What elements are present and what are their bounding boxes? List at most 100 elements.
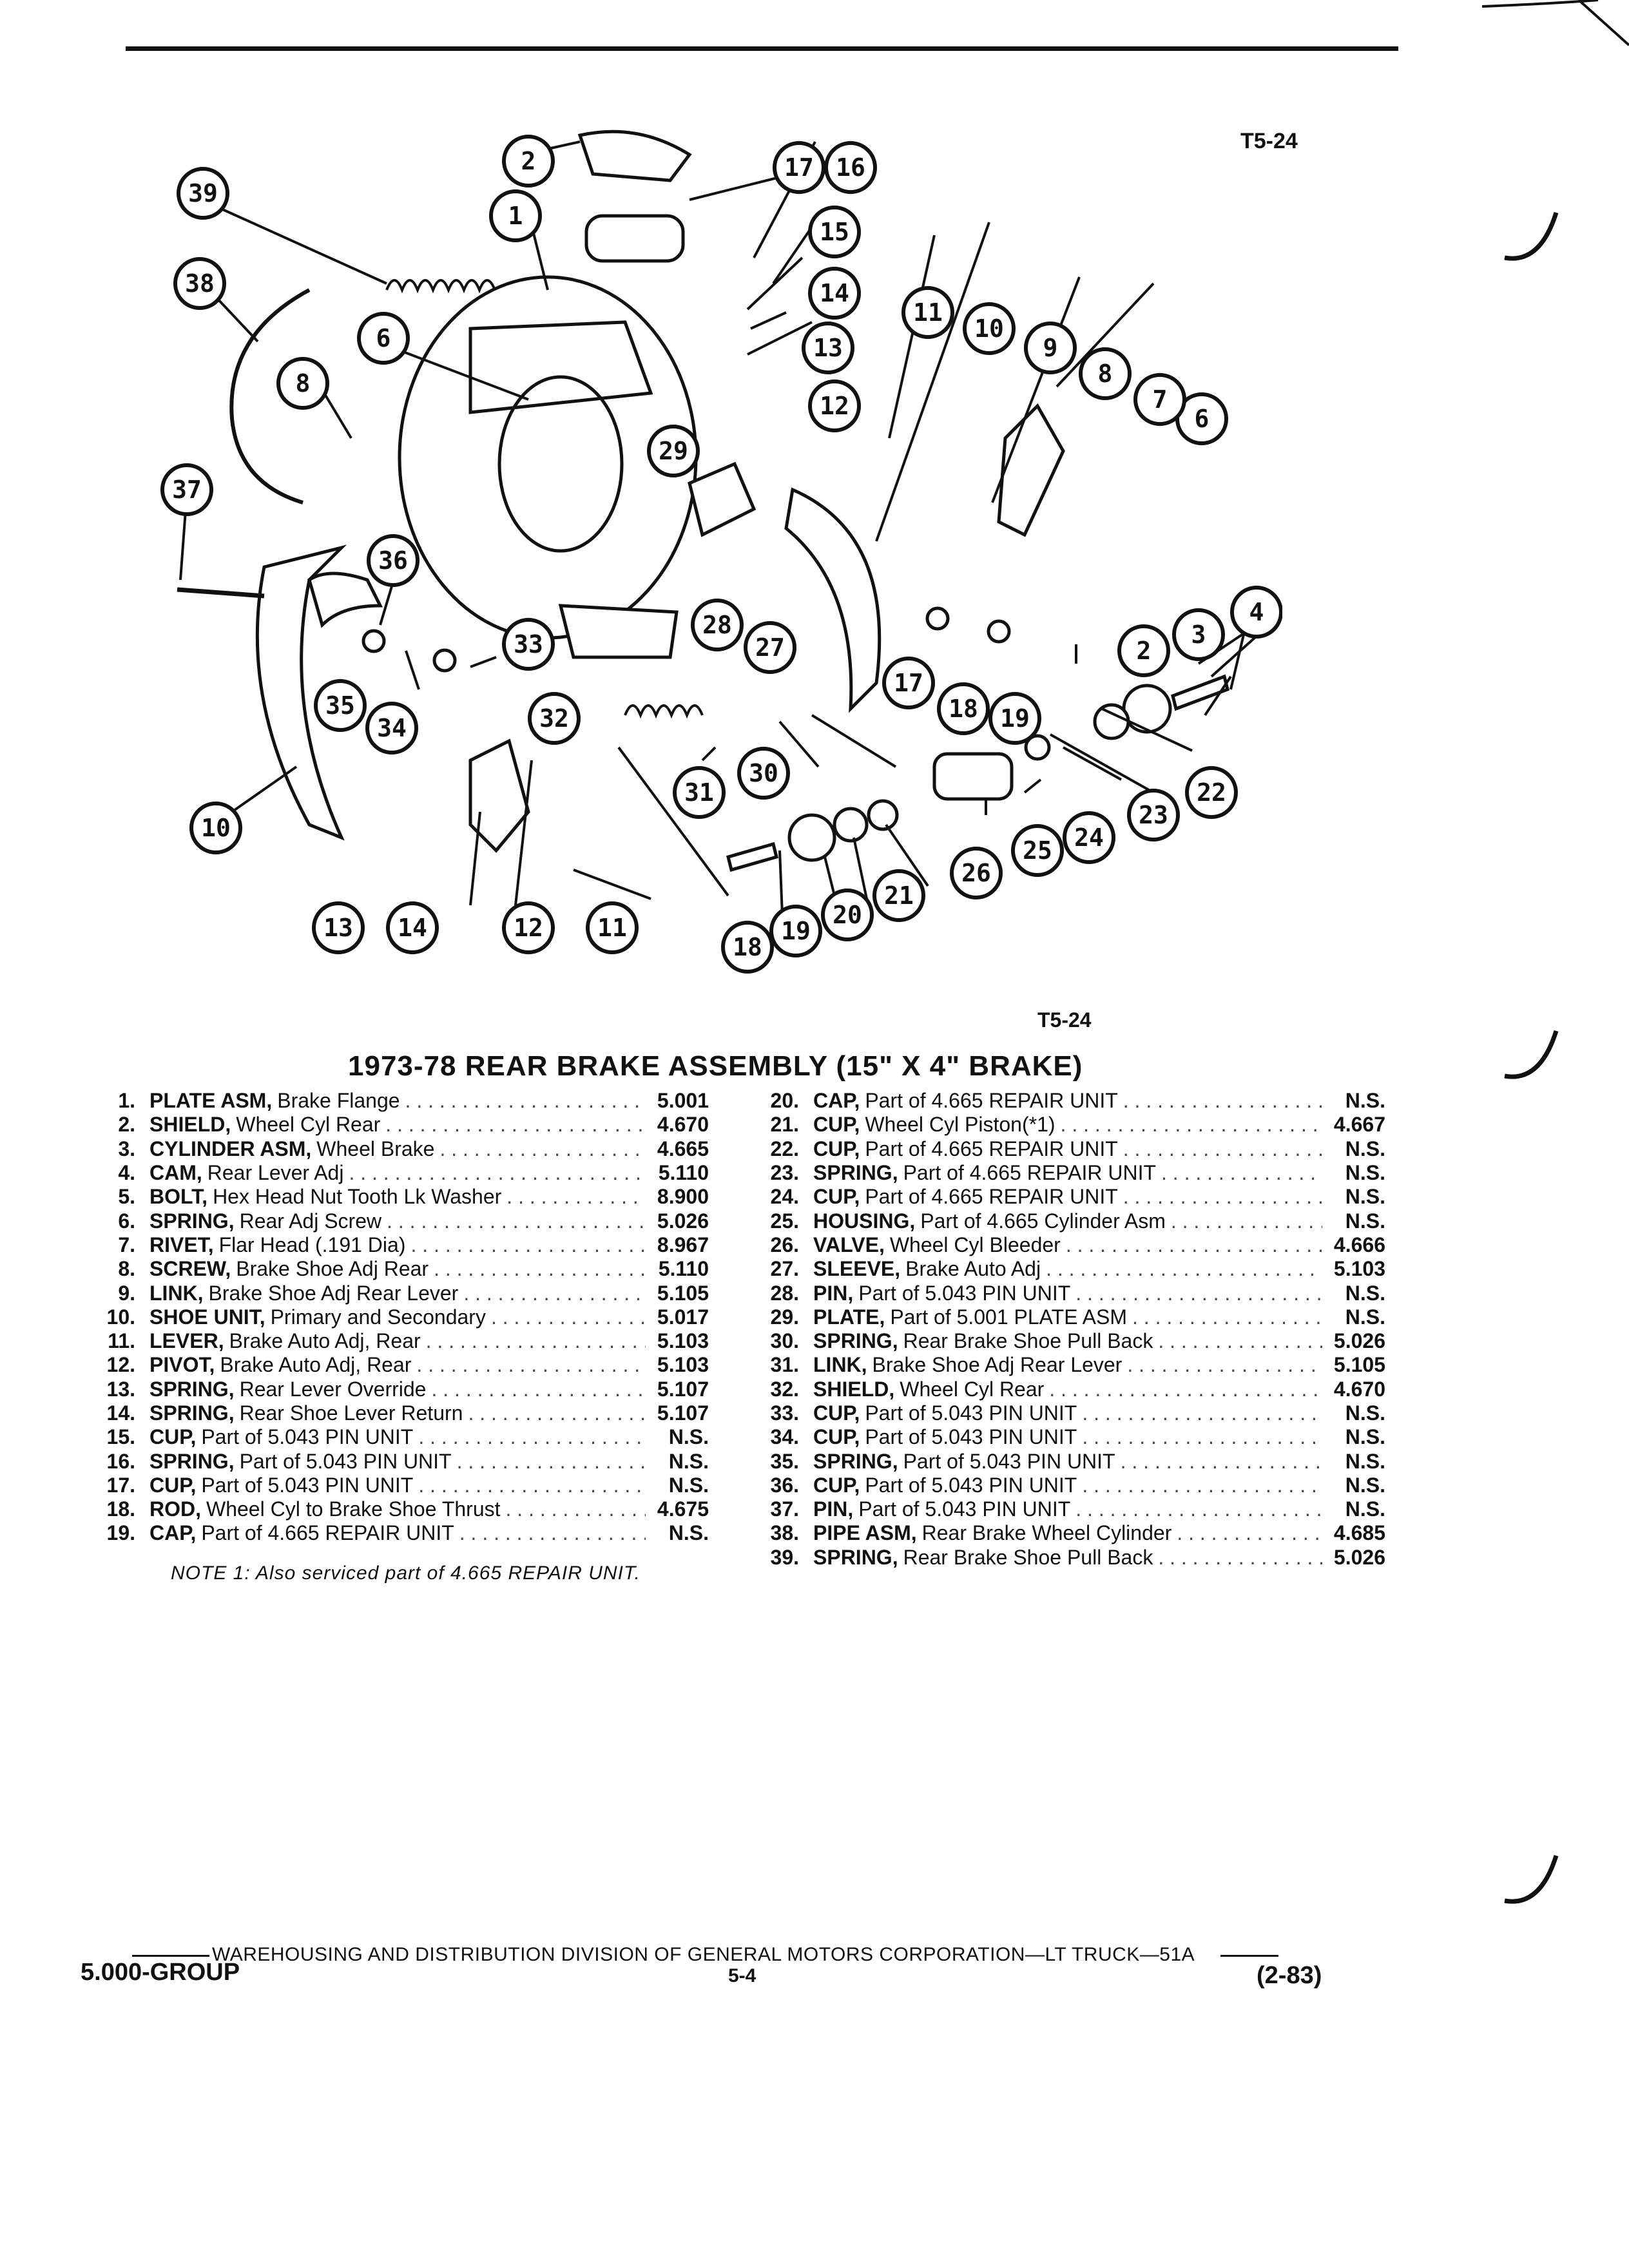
part-code: 5.026 <box>657 1209 709 1233</box>
part-name: SHIELD, <box>813 1377 895 1401</box>
part-code: N.S. <box>668 1425 709 1449</box>
part-row: 26.VALVE,Wheel Cyl Bleeder4.666 <box>760 1233 1385 1257</box>
callout-13-upper: 7 <box>1133 373 1186 426</box>
part-number: 13. <box>106 1377 135 1401</box>
callout-33: 33 <box>502 618 555 671</box>
leader-dots <box>1158 1329 1322 1353</box>
part-description: Rear Brake Shoe Pull Back <box>903 1545 1153 1569</box>
part-row: 25.HOUSING,Part of 4.665 Cylinder AsmN.S… <box>760 1209 1385 1233</box>
part-name: CUP, <box>149 1473 197 1497</box>
part-row: 10.SHOE UNIT,Primary and Secondary5.017 <box>97 1305 709 1329</box>
callout-21-lower: 21 <box>872 869 925 922</box>
callout-38: 38 <box>173 257 226 310</box>
part-code: 5.105 <box>657 1281 709 1305</box>
part-description: Part of 5.043 PIN UNIT <box>865 1425 1077 1449</box>
part-code: N.S. <box>1345 1281 1385 1305</box>
part-row: 24.CUP,Part of 4.665 REPAIR UNITN.S. <box>760 1185 1385 1209</box>
part-name: HOUSING, <box>813 1209 916 1233</box>
leader-dots <box>1123 1089 1322 1113</box>
callout-12-upper: 8 <box>1079 347 1132 400</box>
part-description: Brake Shoe Adj Rear Lever <box>872 1353 1123 1377</box>
svg-text:4: 4 <box>1249 598 1264 626</box>
part-code: 4.670 <box>657 1113 709 1137</box>
part-description: Rear Brake Shoe Pull Back <box>903 1329 1153 1353</box>
part-description: Wheel Brake <box>316 1137 435 1160</box>
leader-dots <box>1132 1305 1322 1329</box>
callout-28: 28 <box>691 599 744 651</box>
part-description: Part of 4.665 Cylinder Asm <box>920 1209 1166 1233</box>
part-name: VALVE, <box>813 1233 885 1256</box>
part-description: Brake Auto Adj <box>905 1257 1041 1281</box>
part-description: Rear Lever Override <box>239 1377 427 1401</box>
svg-text:32: 32 <box>539 704 569 733</box>
callout-13-lower: 13 <box>312 901 365 954</box>
leader-dots <box>416 1353 646 1377</box>
leader-dots <box>1121 1450 1322 1474</box>
part-description: Part of 4.665 REPAIR UNIT <box>903 1161 1157 1185</box>
callout-14-lower: 14 <box>386 901 439 954</box>
callout-34: 34 <box>365 702 418 754</box>
svg-text:24: 24 <box>1074 823 1104 852</box>
callout-7: 13 <box>802 322 854 374</box>
callout-6-left: 6 <box>357 312 410 365</box>
part-description: Brake Auto Adj, Rear <box>229 1329 421 1353</box>
callout-3: 17 <box>773 141 825 194</box>
lower-shield <box>558 604 679 659</box>
svg-text:33: 33 <box>514 630 543 658</box>
part-name: CAM, <box>149 1161 202 1185</box>
part-code: N.S. <box>668 1473 709 1497</box>
part-code: N.S. <box>1345 1209 1385 1233</box>
part-code: N.S. <box>1345 1401 1385 1425</box>
svg-text:18: 18 <box>949 695 978 723</box>
part-code: 8.967 <box>657 1233 709 1256</box>
callout-19-upper: 4 <box>1230 586 1282 639</box>
svg-text:10: 10 <box>201 814 231 842</box>
part-name: LINK, <box>149 1281 204 1305</box>
svg-text:20: 20 <box>833 901 862 929</box>
part-description: Part of 4.665 REPAIR UNIT <box>201 1521 454 1545</box>
callout-8-right: 12 <box>808 380 861 432</box>
leader-dots <box>459 1521 646 1545</box>
backing-plate-hub <box>497 375 624 553</box>
part-row: 3.CYLINDER ASM,Wheel Brake4.665 <box>97 1137 709 1161</box>
svg-text:19: 19 <box>1000 704 1030 733</box>
part-name: PIN, <box>813 1497 854 1521</box>
part-code: N.S. <box>1345 1305 1385 1329</box>
leader-dots <box>506 1497 646 1521</box>
part-name: SPRING, <box>813 1449 898 1473</box>
part-description: Part of 5.043 PIN UNIT <box>865 1401 1077 1425</box>
part-name: CAP, <box>813 1089 860 1113</box>
part-description: Rear Brake Wheel Cylinder <box>921 1521 1172 1545</box>
callout-37: 37 <box>160 463 213 516</box>
footer-rule-left <box>132 1954 209 1957</box>
svg-text:2: 2 <box>1137 637 1152 665</box>
leader-dots <box>1075 1282 1322 1305</box>
pin-cup-right <box>925 606 950 631</box>
svg-text:9: 9 <box>1043 334 1058 362</box>
footer-division-line: WAREHOUSING AND DISTRIBUTION DIVISION OF… <box>132 1944 1279 1966</box>
leader-dots <box>1158 1546 1322 1570</box>
part-number: 8. <box>118 1257 135 1281</box>
part-description: Rear Lever Adj <box>207 1161 344 1185</box>
part-description: Part of 5.001 PLATE ASM <box>890 1305 1127 1329</box>
svg-text:18: 18 <box>733 933 762 961</box>
part-number: 24. <box>770 1185 799 1209</box>
leader-dots <box>1075 1497 1322 1521</box>
part-number: 32. <box>770 1377 799 1401</box>
part-description: Part of 5.043 PIN UNIT <box>865 1473 1077 1497</box>
footnote: NOTE 1: Also serviced part of 4.665 REPA… <box>171 1562 641 1584</box>
part-row: 5.BOLT,Hex Head Nut Tooth Lk Washer8.900 <box>97 1185 709 1209</box>
parts-list-left: 1.PLATE ASM,Brake Flange5.0012.SHIELD,Wh… <box>97 1089 709 1546</box>
leader-dots <box>1177 1521 1322 1545</box>
callout-16: 18 <box>937 682 990 735</box>
part-number: 7. <box>118 1233 135 1256</box>
part-code: 4.665 <box>657 1137 709 1160</box>
binder-mark-3 <box>1504 1854 1559 1904</box>
leader-dots <box>410 1233 646 1257</box>
part-number: 30. <box>770 1329 799 1353</box>
part-name: SPRING, <box>149 1377 235 1401</box>
leader-dots <box>1161 1161 1322 1185</box>
part-row: 9.LINK,Brake Shoe Adj Rear Lever5.105 <box>97 1281 709 1305</box>
part-code: N.S. <box>668 1521 709 1545</box>
svg-text:14: 14 <box>398 914 427 942</box>
